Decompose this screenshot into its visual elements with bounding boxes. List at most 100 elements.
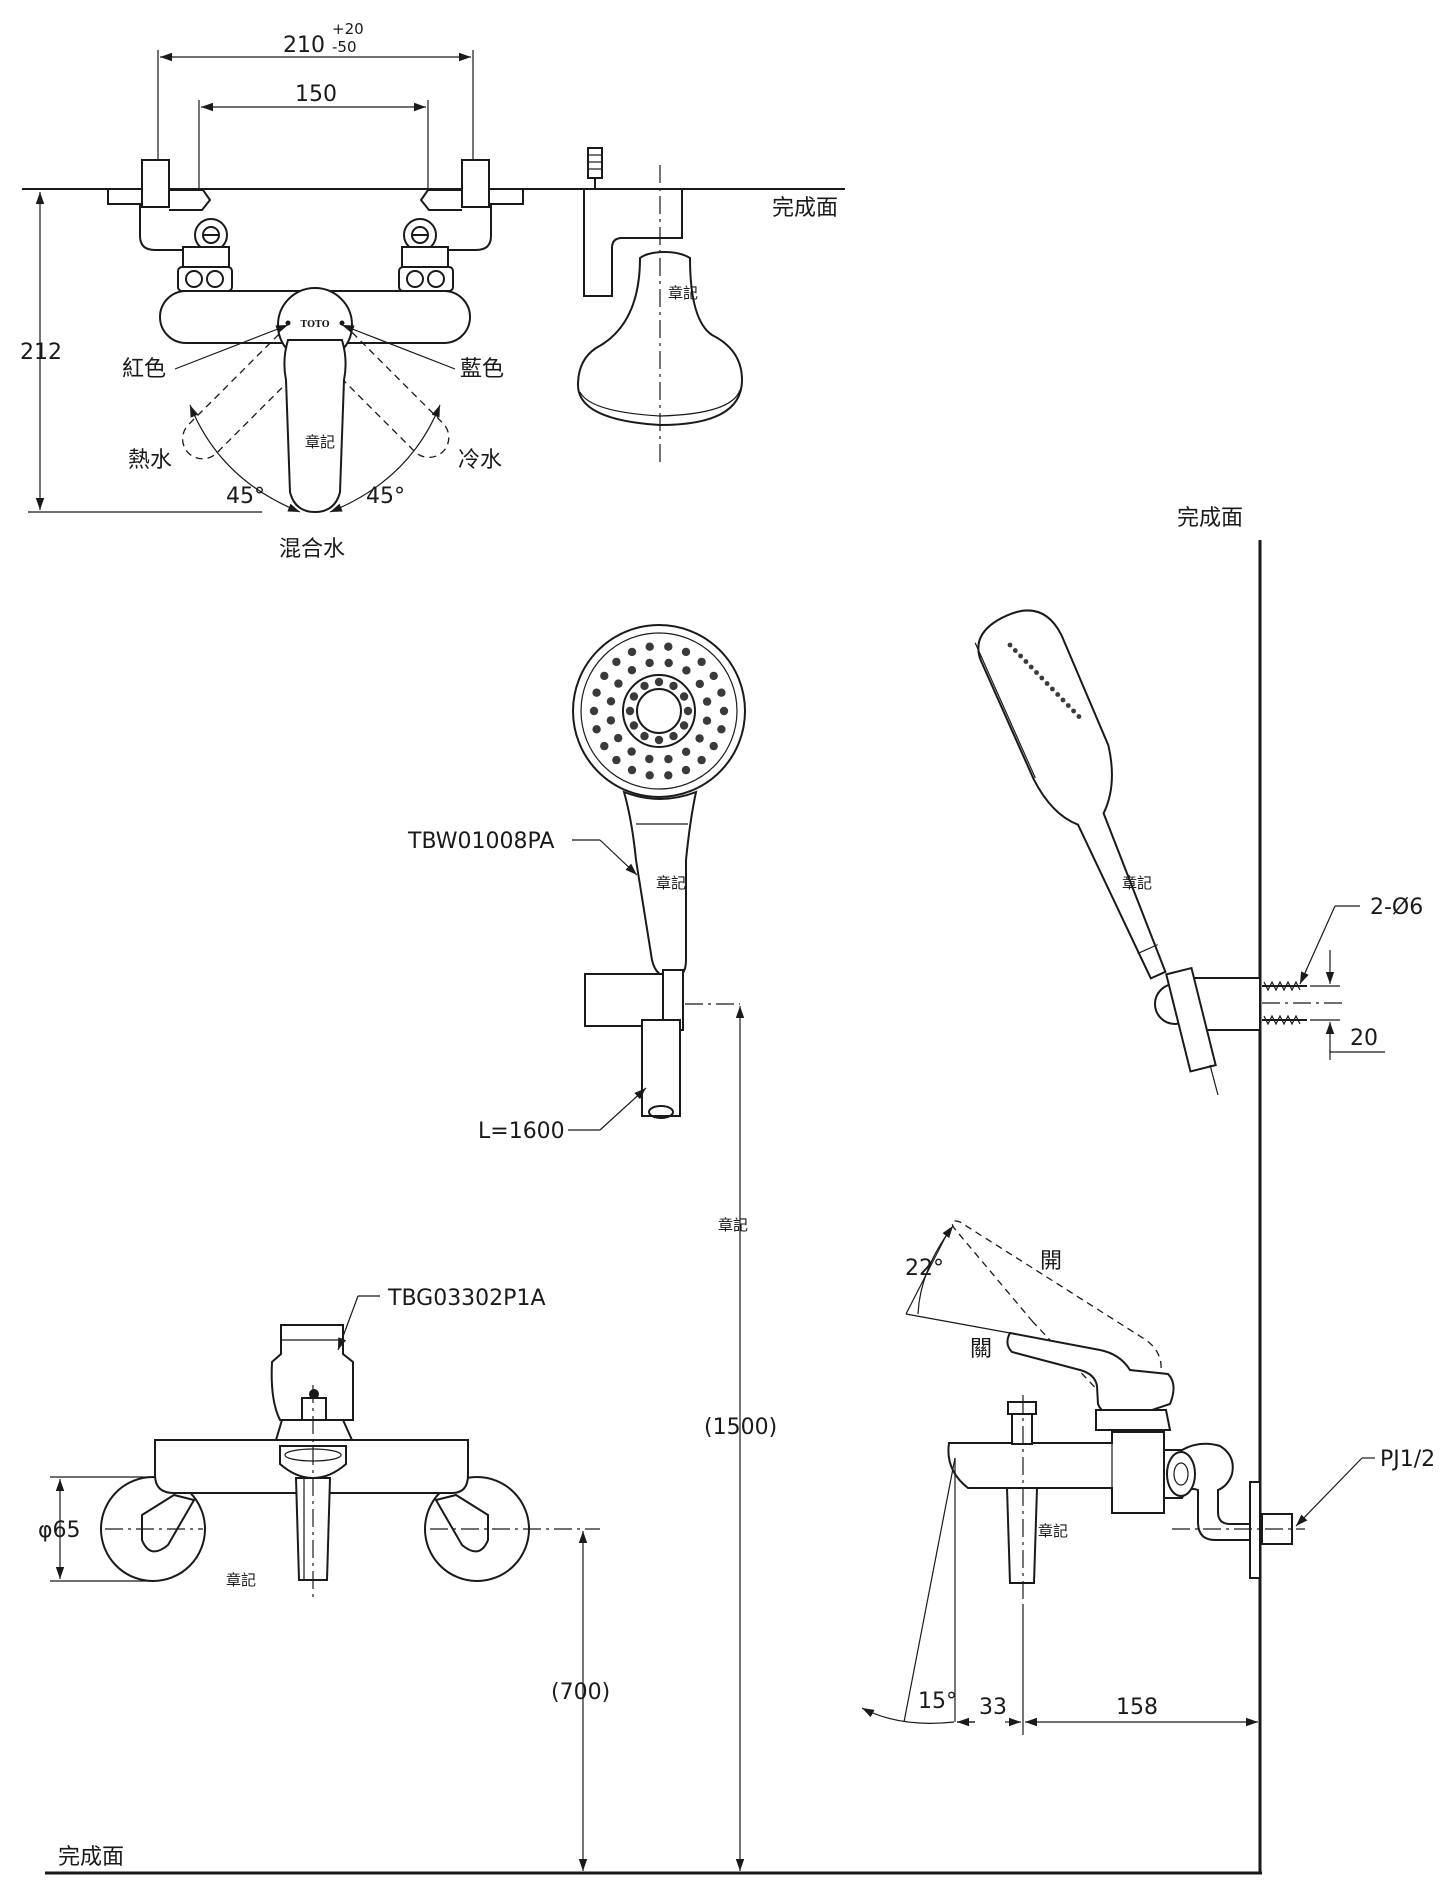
valve-body-side	[947, 1431, 1165, 1514]
side-nozzle-dot	[1050, 686, 1055, 692]
angle-arc-hot	[189, 404, 301, 513]
hand-shower-front: 章記 TBW01008PA L=1600	[407, 624, 746, 1144]
angle-45-right: 45°	[366, 484, 405, 509]
nozzle-dot	[681, 647, 691, 657]
side-nozzle-dot	[1023, 659, 1029, 664]
depth-158-label: 158	[1116, 1695, 1158, 1720]
depth-33-label: 33	[979, 1695, 1007, 1720]
nozzle-dot	[664, 771, 673, 780]
angle-45-left: 45°	[226, 484, 265, 509]
nozzle-dot	[695, 734, 704, 743]
emblem-label-side: 章記	[1122, 874, 1152, 892]
side-nozzle-dot	[1039, 675, 1045, 681]
side-nozzle-dot	[1012, 648, 1018, 653]
brand-logo: TOTO	[300, 320, 329, 330]
mixed-water-label: 混合水	[279, 537, 345, 562]
finished-surface-label-right: 完成面	[1177, 506, 1243, 531]
angle-15-label: 15°	[918, 1689, 957, 1714]
holder-side-view: 章記	[576, 147, 744, 463]
side-nozzle-dot	[1034, 670, 1039, 675]
side-nozzle-dot	[1028, 664, 1034, 670]
side-nozzle-dot	[1071, 708, 1076, 714]
red-label: 紅色	[122, 357, 166, 382]
side-nozzle-dot	[1060, 697, 1066, 703]
hot-water-label: 熱水	[128, 448, 172, 473]
nozzle-dot	[614, 679, 623, 688]
thread-label: PJ1/2	[1380, 1447, 1435, 1472]
hand-shower-part-number: TBW01008PA	[407, 829, 554, 854]
closed-label: 關	[970, 1337, 992, 1362]
side-nozzle-pattern	[1007, 642, 1082, 719]
hose-length-label: L=1600	[478, 1119, 565, 1144]
side-nozzle-dot	[1007, 642, 1013, 648]
angle-22-label: 22°	[905, 1256, 944, 1281]
hose-stub	[641, 1019, 681, 1117]
holes-label: 2-Ø6	[1370, 895, 1423, 920]
nozzle-dot	[709, 741, 718, 751]
nozzle-dot	[645, 771, 654, 780]
spacing-20-label: 20	[1350, 1026, 1378, 1051]
shower-head-side-top	[576, 250, 744, 427]
top-view: 完成面 210 +20 -50 150 212	[20, 20, 845, 562]
nozzle-pattern	[589, 642, 729, 780]
nozzle-dot	[627, 666, 637, 675]
side-nozzle-dot	[1055, 692, 1061, 697]
nozzle-dot	[640, 731, 649, 741]
nozzle-dot	[669, 731, 678, 741]
nozzle-dot	[645, 642, 654, 651]
emblem-label-holder: 章記	[668, 284, 698, 302]
lever-handle	[283, 339, 347, 514]
hand-shower-side: 章記 2-Ø6 20	[974, 609, 1423, 1096]
nozzle-dot	[627, 765, 637, 775]
dimension-150-value: 150	[295, 82, 337, 107]
nozzle-dot	[606, 716, 616, 725]
side-nozzle-dot	[1076, 714, 1082, 719]
emblem-label-1500: 章記	[718, 1216, 748, 1234]
nozzle-dot	[679, 692, 689, 701]
nozzle-dot	[717, 688, 726, 697]
dimension-tolerance-minus: -50	[332, 38, 357, 56]
dimension-212-value: 212	[20, 340, 62, 365]
emblem-label-front: 章記	[226, 1571, 256, 1589]
finished-surface-label-floor: 完成面	[58, 1845, 124, 1870]
nozzle-dot	[697, 657, 706, 667]
nozzle-dot	[600, 671, 609, 681]
dimension-tolerance-plus: +20	[332, 20, 364, 38]
cold-water-label: 冷水	[458, 448, 502, 473]
nozzle-dot	[664, 658, 673, 668]
finished-surface-label-top: 完成面	[772, 196, 838, 221]
nozzle-dot	[614, 733, 623, 743]
emblem-label-top: 章記	[305, 433, 335, 451]
nozzle-dot	[717, 725, 726, 734]
dimension-210-value: 210	[283, 33, 325, 58]
nozzle-dot	[702, 716, 712, 725]
side-elevation: 章記 PJ1/2 22° 開 關 15° 33 158	[861, 1220, 1435, 1735]
nozzle-dot	[719, 706, 729, 716]
front-elevation: 章記 TBG03302P1A φ65	[38, 1286, 600, 1598]
nozzle-dot	[625, 706, 635, 716]
holder-block	[584, 973, 664, 1027]
nozzle-dot	[697, 755, 706, 765]
nozzle-dot	[629, 721, 639, 730]
nozzle-dot	[627, 747, 636, 756]
nozzle-dot	[679, 721, 689, 730]
nozzle-dot	[612, 755, 621, 765]
nozzle-dot	[640, 681, 649, 691]
wall-flange-side	[1249, 1481, 1261, 1579]
blue-label: 藍色	[460, 357, 504, 382]
nozzle-dot	[627, 647, 637, 657]
nozzle-dot	[592, 725, 601, 734]
spout-part-number: TBG03302P1A	[387, 1286, 546, 1311]
nozzle-dot	[681, 747, 691, 756]
side-nozzle-dot	[1018, 653, 1023, 659]
nozzle-dot	[664, 754, 673, 764]
nozzle-dot	[654, 677, 664, 687]
spout-side	[1005, 1487, 1039, 1584]
nozzle-dot	[702, 697, 712, 706]
nozzle-dot	[681, 765, 691, 775]
angle-arc-cold	[329, 404, 441, 513]
nozzle-dot	[683, 706, 693, 716]
dimension-700-value: (700)	[551, 1680, 610, 1705]
nozzle-dot	[645, 754, 654, 764]
